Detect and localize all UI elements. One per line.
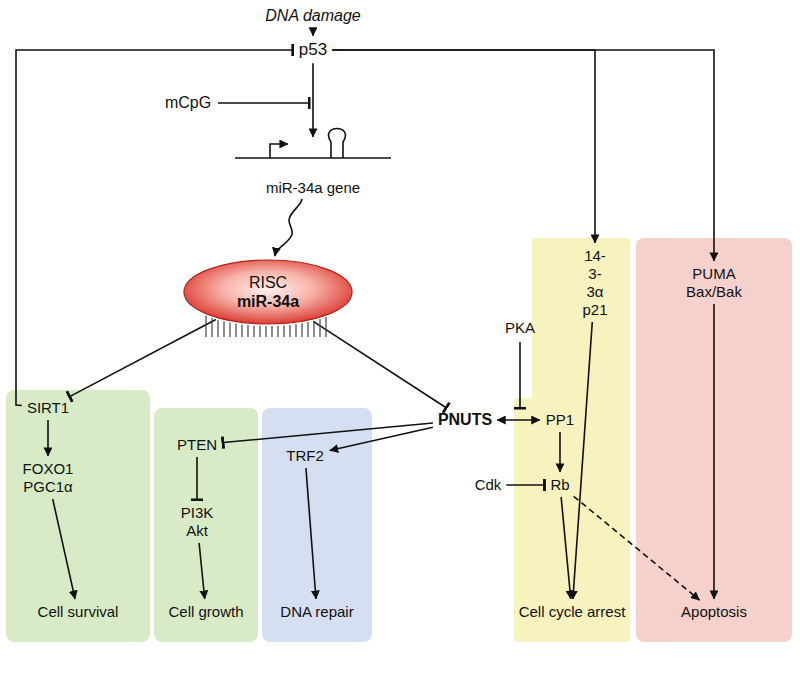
- outcome-label: Cell growth: [165, 602, 246, 622]
- pathway-band: PP1Rb 14-3-3α p21Cell cycle arrest: [514, 238, 630, 642]
- outcome-label: Apoptosis: [678, 602, 750, 622]
- protein-label: 14-3-3α p21: [579, 246, 610, 320]
- activation-arrow: [497, 419, 540, 421]
- node-text: miR-34a: [237, 292, 299, 311]
- activation-arrow: [332, 50, 714, 261]
- protein-label: PP1: [543, 410, 577, 430]
- node-text: DNA repair: [280, 603, 353, 621]
- inhibition-line: [519, 342, 521, 408]
- node-text: Cdk: [475, 476, 502, 494]
- outcome-label: Cell survival: [35, 602, 122, 622]
- protein-label: PUMA Bax/Bak: [683, 264, 745, 302]
- activation-arrow: [559, 432, 561, 472]
- node-text: TRF2: [286, 447, 324, 465]
- node-text: Cell cycle arrest: [519, 603, 626, 621]
- node-text: 14-3-3α p21: [582, 247, 607, 319]
- inhibition-line: [196, 457, 198, 500]
- node-text: PTEN: [177, 436, 217, 454]
- rna-comb: [206, 316, 326, 337]
- protein-label: p53: [296, 39, 330, 61]
- inhibition-line: [313, 321, 446, 407]
- outcome-label: Cell cycle arrest: [516, 602, 629, 622]
- risc-shape: [183, 259, 353, 325]
- node-text: DNA damage: [265, 6, 360, 25]
- protein-label: PNUTS: [435, 409, 495, 430]
- pathway-band: SIRT1FOXO1 PGC1αCell survival: [6, 390, 150, 642]
- node-text: Cell growth: [168, 603, 243, 621]
- protein-label: PTEN: [174, 435, 220, 455]
- node-text: Apoptosis: [681, 603, 747, 621]
- node-text: PKA: [505, 319, 535, 337]
- outcome-label: DNA repair: [277, 602, 356, 622]
- activation-arrow: [275, 199, 302, 256]
- activation-arrow: [53, 499, 75, 599]
- activation-arrow: [306, 468, 316, 599]
- activation-arrow: [47, 420, 49, 456]
- modifier-label: mCpG: [162, 92, 214, 113]
- activation-arrow: [312, 29, 314, 36]
- node-text: miR-34a gene: [266, 179, 360, 197]
- inhibition-line: [218, 102, 309, 104]
- node-text: PNUTS: [438, 410, 492, 429]
- inhibition-line: [506, 484, 544, 486]
- activation-arrow: [332, 50, 595, 243]
- activation-arrow: [312, 63, 314, 137]
- protein-label: PI3K Akt: [178, 503, 217, 541]
- node-text: Cell survival: [38, 603, 119, 621]
- protein-label: FOXO1 PGC1α: [20, 459, 77, 497]
- activation-arrow: [330, 427, 433, 450]
- node-text: mCpG: [165, 93, 211, 112]
- gene-node: miR-34a gene: [233, 140, 393, 197]
- node-text: SIRT1: [27, 399, 69, 417]
- trigger-label: DNA damage: [262, 5, 363, 26]
- node-text: RISC: [249, 273, 287, 292]
- kinase-label: Cdk: [472, 475, 505, 495]
- node-text: p53: [299, 40, 327, 60]
- risc-ellipse: RISCmiR-34a: [183, 259, 353, 325]
- node-text: PI3K Akt: [181, 504, 214, 540]
- kinase-label: PKA: [502, 318, 538, 338]
- node-text: PP1: [546, 411, 574, 429]
- protein-label: TRF2: [283, 446, 327, 466]
- activation-arrow: [573, 322, 592, 599]
- node-text: FOXO1 PGC1α: [23, 460, 74, 496]
- activation-arrow: [574, 496, 700, 600]
- activation-arrow: [199, 543, 205, 599]
- pathway-band: TRF2DNA repair: [262, 408, 372, 642]
- protein-label: SIRT1: [24, 398, 72, 418]
- band-fill: [514, 238, 630, 642]
- inhibition-line: [223, 423, 433, 443]
- node-text: Rb: [550, 476, 569, 494]
- node-text: PUMA Bax/Bak: [686, 265, 742, 301]
- activation-arrow: [561, 497, 571, 599]
- activation-arrow: [713, 304, 715, 599]
- inhibition-line: [70, 320, 216, 397]
- pathway-band: PTEN PI3K AktCell growth: [154, 408, 258, 642]
- protein-label: Rb: [547, 475, 572, 495]
